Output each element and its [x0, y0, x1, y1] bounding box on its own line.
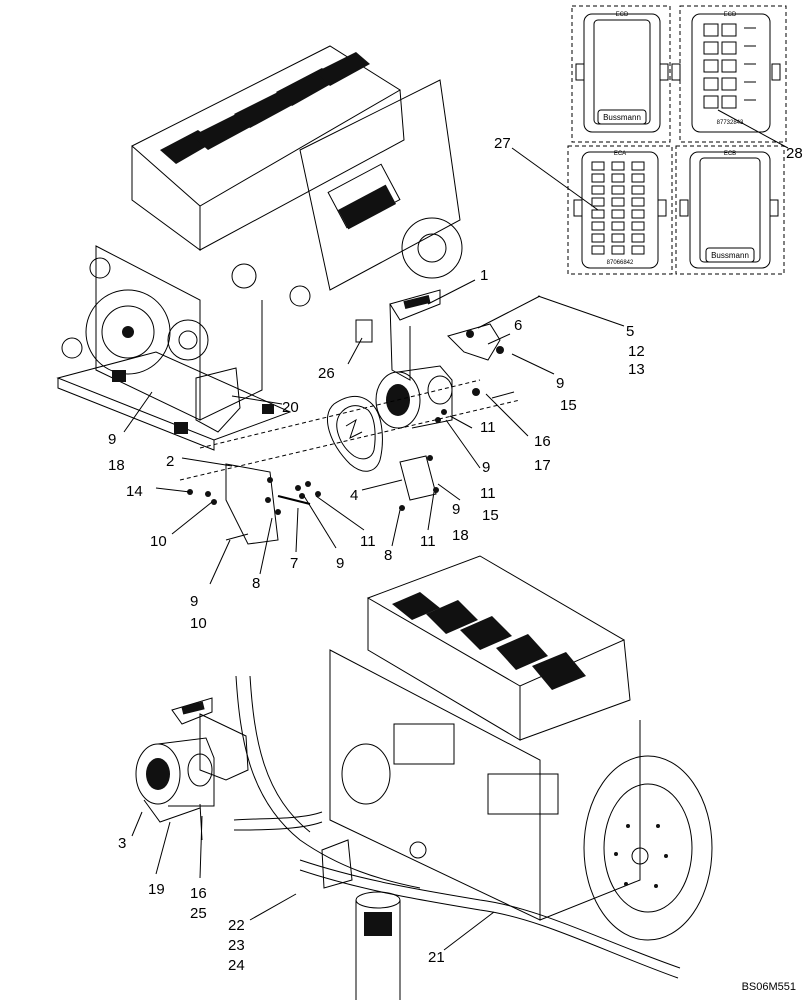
callout-10a: 10	[150, 533, 167, 550]
callout-24: 24	[228, 957, 245, 974]
fuse-box-ecb: ECB Bussmann	[675, 145, 785, 275]
callout-11c: 11	[360, 533, 376, 550]
callout-13: 13	[628, 361, 645, 378]
callout-21: 21	[428, 949, 445, 966]
callout-23: 23	[228, 937, 245, 954]
callout-25: 25	[190, 905, 207, 922]
callout-3: 3	[118, 835, 126, 852]
box-label-ecb: ECB	[724, 151, 736, 157]
lower-compressor-assembly	[135, 697, 249, 841]
callout-14: 14	[126, 483, 143, 500]
callout-1: 1	[480, 267, 488, 284]
callout-2: 2	[166, 453, 174, 470]
callout-9e: 9	[336, 555, 344, 572]
box-label-ecd-right: ECD	[724, 12, 737, 18]
compressor-assembly	[179, 289, 541, 545]
upper-engine	[56, 45, 463, 451]
callout-18b: 18	[452, 527, 469, 544]
callout-9a: 9	[108, 431, 116, 448]
leader-lines	[123, 109, 789, 951]
figure-code: BS06M551	[742, 981, 796, 993]
callout-11d: 11	[420, 533, 436, 550]
box-label-eca: ECA	[614, 151, 626, 157]
callout-9f: 9	[190, 593, 198, 610]
part-number: 87732843	[717, 120, 744, 126]
callout-6: 6	[514, 317, 522, 334]
callout-15a: 15	[560, 397, 577, 414]
callout-9c: 9	[482, 459, 490, 476]
brand-label: Bussmann	[711, 251, 749, 260]
brand-label: Bussmann	[603, 113, 641, 122]
fuse-box-eca: ECA 87066842	[567, 145, 673, 275]
callout-16a: 16	[534, 433, 551, 450]
part-number: 87066842	[607, 260, 634, 266]
callout-8a: 8	[252, 575, 260, 592]
callout-19: 19	[148, 881, 165, 898]
callout-28: 28	[786, 145, 803, 162]
callout-8b: 8	[384, 547, 392, 564]
callout-12: 12	[628, 343, 645, 360]
callout-5: 5	[626, 323, 634, 340]
callout-10b: 10	[190, 615, 207, 632]
callouts: 1 2 3 4 5 6 7 8 8 9 9 9 9 9 9 10 10 11 1…	[108, 135, 803, 974]
callout-9b: 9	[556, 375, 564, 392]
callout-27: 27	[494, 135, 511, 152]
callout-4: 4	[350, 487, 358, 504]
fuse-box-ecd-right: ECD 87732843	[671, 5, 787, 143]
callout-15b: 15	[482, 507, 499, 524]
callout-18a: 18	[108, 457, 125, 474]
callout-26: 26	[318, 365, 335, 382]
callout-22: 22	[228, 917, 245, 934]
callout-11b: 11	[480, 485, 496, 502]
callout-20: 20	[282, 399, 299, 416]
callout-17: 17	[534, 457, 551, 474]
fuse-box-ecd-top: ECD Bussmann	[571, 5, 671, 143]
callout-16b: 16	[190, 885, 207, 902]
box-label-ecd: ECD	[616, 12, 629, 18]
callout-7: 7	[290, 555, 298, 572]
callout-9d: 9	[452, 501, 460, 518]
callout-11a: 11	[480, 419, 496, 436]
lower-engine	[233, 555, 713, 1000]
